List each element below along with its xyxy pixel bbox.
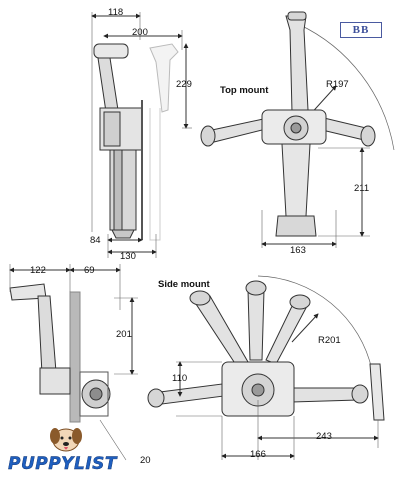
watermark-text: PUPPYLIST [8, 454, 117, 474]
dim-84: 84 [90, 235, 101, 246]
dim-211: 211 [354, 183, 370, 194]
dim-243: 243 [316, 431, 332, 442]
dim-122: 122 [30, 265, 46, 276]
top-mount-view [200, 11, 395, 248]
top-mount-label: Top mount [220, 85, 269, 96]
dim-r201: R201 [318, 335, 341, 346]
dim-166: 166 [250, 449, 266, 460]
brand-logo: BB [340, 22, 382, 38]
dim-200: 200 [132, 27, 148, 38]
side-profile-view [9, 264, 138, 461]
side-mount-view [147, 275, 385, 460]
dim-201: 201 [116, 329, 132, 340]
dim-229: 229 [176, 79, 192, 90]
dim-20: 20 [140, 455, 151, 466]
dim-110: 110 [172, 373, 188, 384]
side-mount-label: Side mount [158, 279, 210, 290]
dim-163: 163 [290, 245, 306, 256]
dim-130: 130 [120, 251, 136, 262]
side-elevation-view [91, 12, 192, 258]
dim-69: 69 [84, 265, 95, 276]
dim-118: 118 [108, 7, 124, 18]
dim-r197: R197 [326, 79, 349, 90]
dog-mascot-icon [50, 428, 82, 452]
